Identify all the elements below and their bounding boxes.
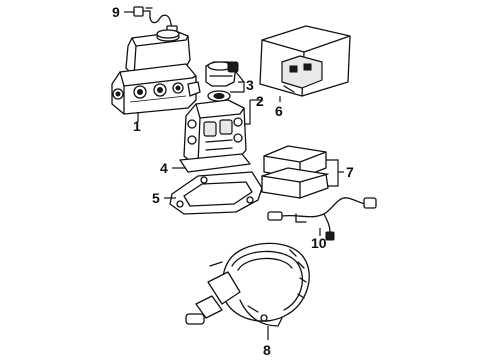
callout-6: 6 xyxy=(275,103,283,119)
part-8-brake-booster xyxy=(185,242,310,327)
callout-4: 4 xyxy=(160,160,168,176)
part-1-master-cylinder xyxy=(111,29,201,115)
part-5-bracket-plate xyxy=(169,171,263,215)
leader-lines xyxy=(124,11,344,340)
part-7-modules xyxy=(261,145,329,199)
part-10-harness xyxy=(267,197,377,241)
part-4-hydraulic-unit xyxy=(179,99,251,173)
part-3-valve xyxy=(205,61,239,102)
callout-5: 5 xyxy=(152,190,160,206)
callout-1: 1 xyxy=(133,118,141,134)
part-6-control-module xyxy=(259,25,351,97)
callout-9: 9 xyxy=(112,4,120,20)
callout-2: 2 xyxy=(256,93,264,109)
callout-8: 8 xyxy=(263,342,271,358)
callout-7: 7 xyxy=(346,164,354,180)
callouts: 9 1 3 2 6 4 5 7 10 8 xyxy=(112,4,354,358)
callout-10: 10 xyxy=(311,235,327,251)
callout-3: 3 xyxy=(246,77,254,93)
